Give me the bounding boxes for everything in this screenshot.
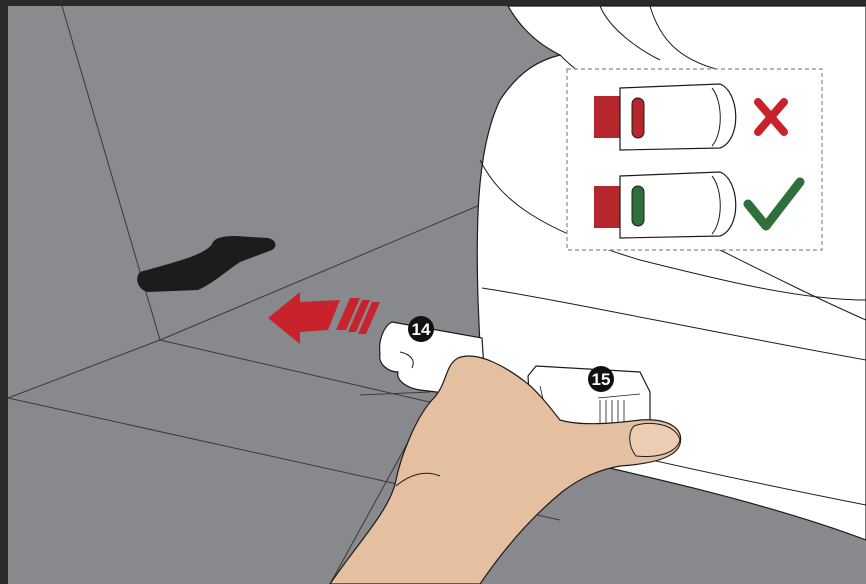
step-number-15: 15: [592, 370, 611, 389]
step-number-14: 14: [412, 320, 431, 339]
latch-edge-wrong: [711, 87, 721, 147]
latch-body-wrong: [619, 83, 737, 151]
isofix-connector-ribs: [539, 385, 641, 424]
indicator-row-wrong: [594, 83, 788, 151]
step-badge-14: [408, 316, 434, 342]
seat-belt-buckle-icon: [137, 236, 276, 292]
hand: [329, 355, 682, 584]
knuckle-line: [395, 472, 441, 487]
indicator-row-right: [594, 171, 805, 239]
thumbnail: [629, 422, 681, 457]
indicator-right: [631, 185, 645, 227]
latch-body-right: [619, 171, 737, 239]
cross-icon: [754, 98, 788, 136]
check-icon: [743, 177, 805, 231]
latch-edge-right: [711, 175, 721, 235]
push-direction-arrow-icon: [268, 292, 380, 344]
latch-base-right: [594, 186, 620, 228]
indicator-panel: [566, 68, 823, 251]
step-badge-15: [588, 366, 614, 392]
isofix-guide-notch: [399, 351, 414, 369]
indicator-wrong: [631, 97, 645, 139]
latch-base-wrong: [594, 96, 620, 138]
